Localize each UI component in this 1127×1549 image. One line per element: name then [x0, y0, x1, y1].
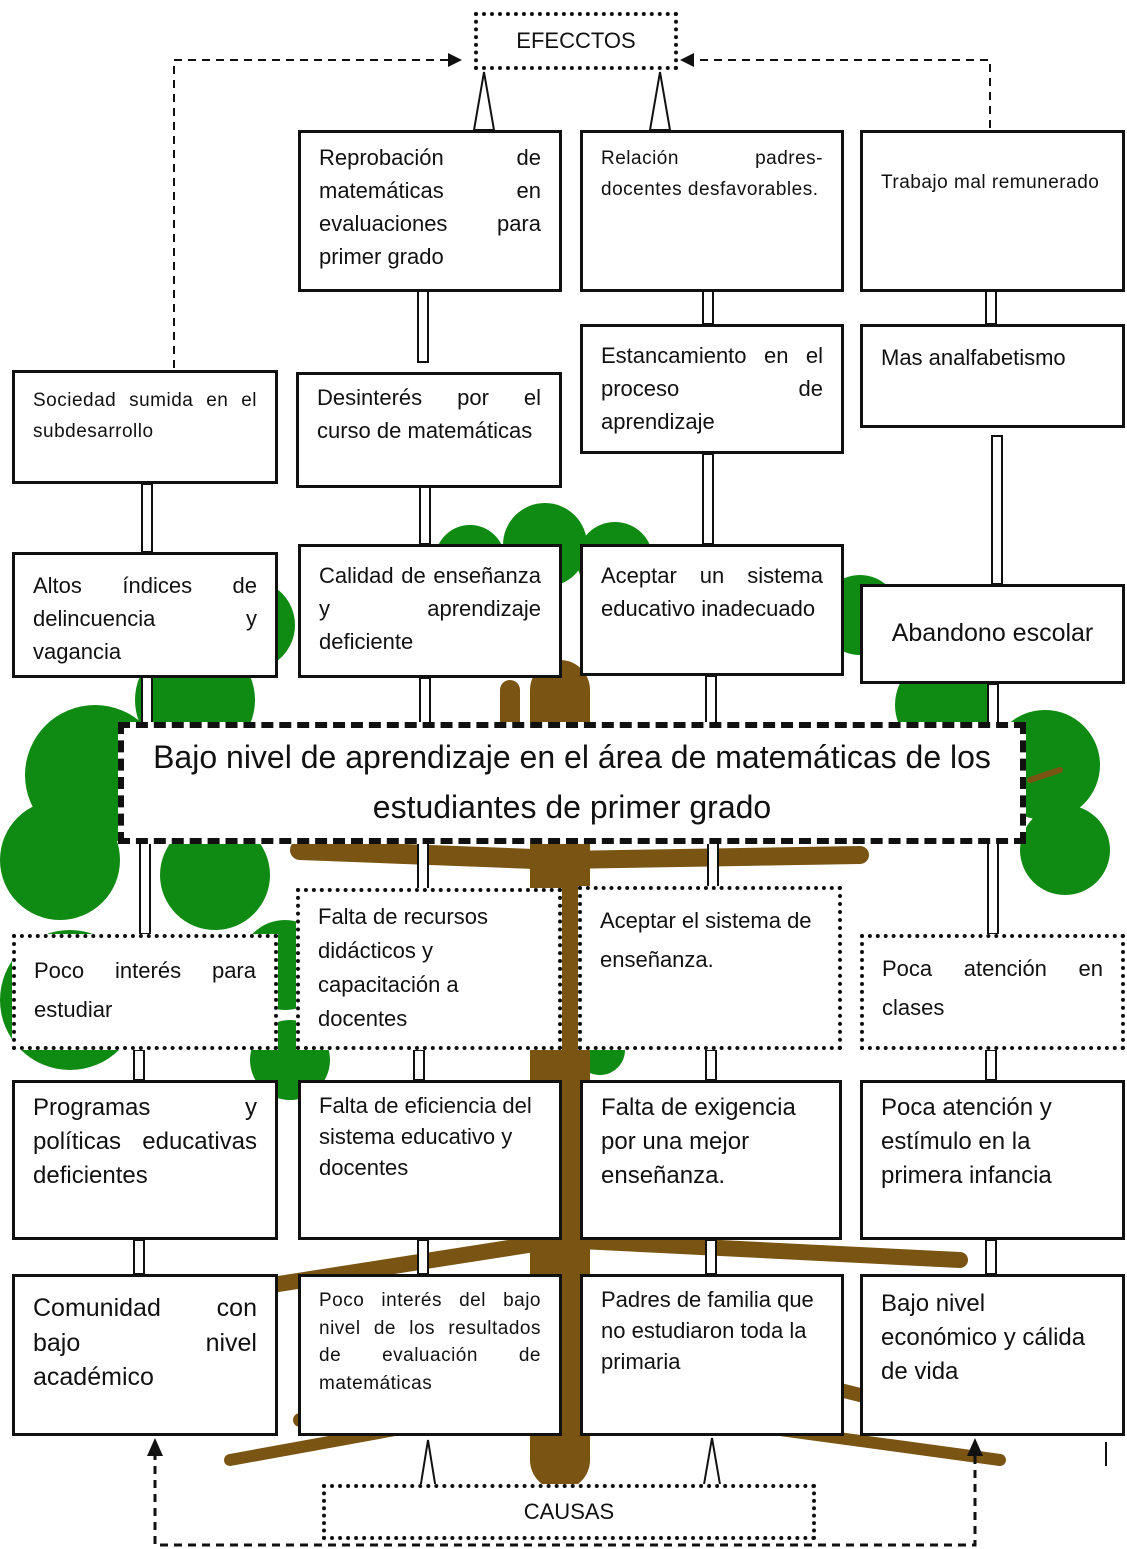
cause-text: Falta de eficiencia del sistema educativ… — [319, 1093, 532, 1180]
effect-text: Altos índices de delincuencia y vagancia — [33, 573, 257, 664]
cause-box-exigencia: Falta de exigencia por una mejor enseñan… — [580, 1080, 842, 1240]
cause-box-eficiencia: Falta de eficiencia del sistema educativ… — [298, 1080, 562, 1240]
effect-text: Mas analfabetismo — [881, 345, 1066, 370]
central-problem: Bajo nivel de aprendizaje en el área de … — [118, 722, 1026, 844]
cause-box-infancia: Poca atención y estímulo en la primera i… — [860, 1080, 1125, 1240]
cause-box-recursos: Falta de recursos didácticos y capacitac… — [296, 888, 562, 1050]
cause-text: Poca atención y estímulo en la primera i… — [881, 1094, 1052, 1190]
causes-label: CAUSAS — [322, 1484, 816, 1540]
effect-box-sociedad: Sociedad sumida en el subdesarrollo — [12, 370, 278, 484]
effect-text: Abandono escolar — [891, 619, 1094, 648]
effect-box-desinteres: Desinterés por el curso de matemáticas — [296, 372, 562, 488]
effect-box-delincuencia: Altos índices de delincuencia y vagancia — [12, 552, 278, 678]
cause-box-padres: Padres de familia que no estudiaron toda… — [580, 1274, 844, 1436]
effect-text: Relación padres-docentes desfavorables. — [601, 148, 823, 201]
cause-box-poco-interes: Poco interés para estudiar — [12, 934, 278, 1050]
cause-text: Aceptar el sistema de enseñanza. — [600, 908, 812, 972]
effect-text: Sociedad sumida en el subdesarrollo — [33, 390, 257, 443]
cause-text: Falta de recursos didácticos y capacitac… — [318, 904, 488, 1032]
dashed-arrows — [153, 59, 991, 1547]
effects-label: EFECCTOS — [474, 12, 678, 70]
cause-text: Poco interés para estudiar — [34, 958, 256, 1022]
cause-text: Programas y políticas educativas deficie… — [33, 1094, 257, 1190]
effect-text: Estancamiento en el proceso de aprendiza… — [601, 343, 823, 434]
effect-text: Reprobación de matemáticas en evaluacion… — [319, 145, 541, 269]
effect-text: Aceptar un sistema educativo inadecuado — [601, 563, 823, 621]
cause-text: Comunidad con bajo nivel académico — [33, 1294, 257, 1391]
effect-box-analfabetismo: Mas analfabetismo — [860, 324, 1125, 428]
effect-text: Desinterés por el curso de matemáticas — [317, 385, 541, 443]
cause-box-economico: Bajo nivel económico y cálida de vida — [860, 1274, 1125, 1436]
arrowheads — [147, 53, 983, 1456]
cause-box-poca-atencion: Poca atención en clases — [860, 934, 1125, 1050]
cause-box-resultados: Poco interés del bajo nivel de los resul… — [298, 1274, 562, 1436]
effect-box-abandono: Abandono escolar — [860, 584, 1125, 684]
effect-box-aceptar-sistema: Aceptar un sistema educativo inadecuado — [580, 544, 844, 676]
cause-box-programas: Programas y políticas educativas deficie… — [12, 1080, 278, 1240]
central-problem-text: Bajo nivel de aprendizaje en el área de … — [153, 739, 991, 825]
effect-box-relacion: Relación padres-docentes desfavorables. — [580, 130, 844, 292]
effect-box-trabajo: Trabajo mal remunerado — [860, 130, 1125, 292]
effect-text: Trabajo mal remunerado — [881, 172, 1100, 193]
cause-box-aceptar-ensenanza: Aceptar el sistema de enseñanza. — [578, 886, 842, 1050]
cause-box-comunidad: Comunidad con bajo nivel académico — [12, 1274, 278, 1436]
causes-label-text: CAUSAS — [523, 1499, 615, 1524]
cause-text: Poco interés del bajo nivel de los resul… — [319, 1290, 541, 1394]
effects-label-text: EFECCTOS — [516, 28, 636, 53]
effect-box-estancamiento: Estancamiento en el proceso de aprendiza… — [580, 324, 844, 454]
cause-text: Padres de familia que no estudiaron toda… — [601, 1287, 814, 1374]
effect-box-reprobacion: Reprobación de matemáticas en evaluacion… — [298, 130, 562, 292]
cause-text: Bajo nivel económico y cálida de vida — [881, 1290, 1086, 1386]
effect-box-calidad: Calidad de enseñanza y aprendizaje defic… — [298, 544, 562, 678]
effect-text: Calidad de enseñanza y aprendizaje defic… — [319, 563, 541, 654]
cause-text: Poca atención en clases — [882, 956, 1103, 1020]
cause-text: Falta de exigencia por una mejor enseñan… — [601, 1094, 796, 1190]
